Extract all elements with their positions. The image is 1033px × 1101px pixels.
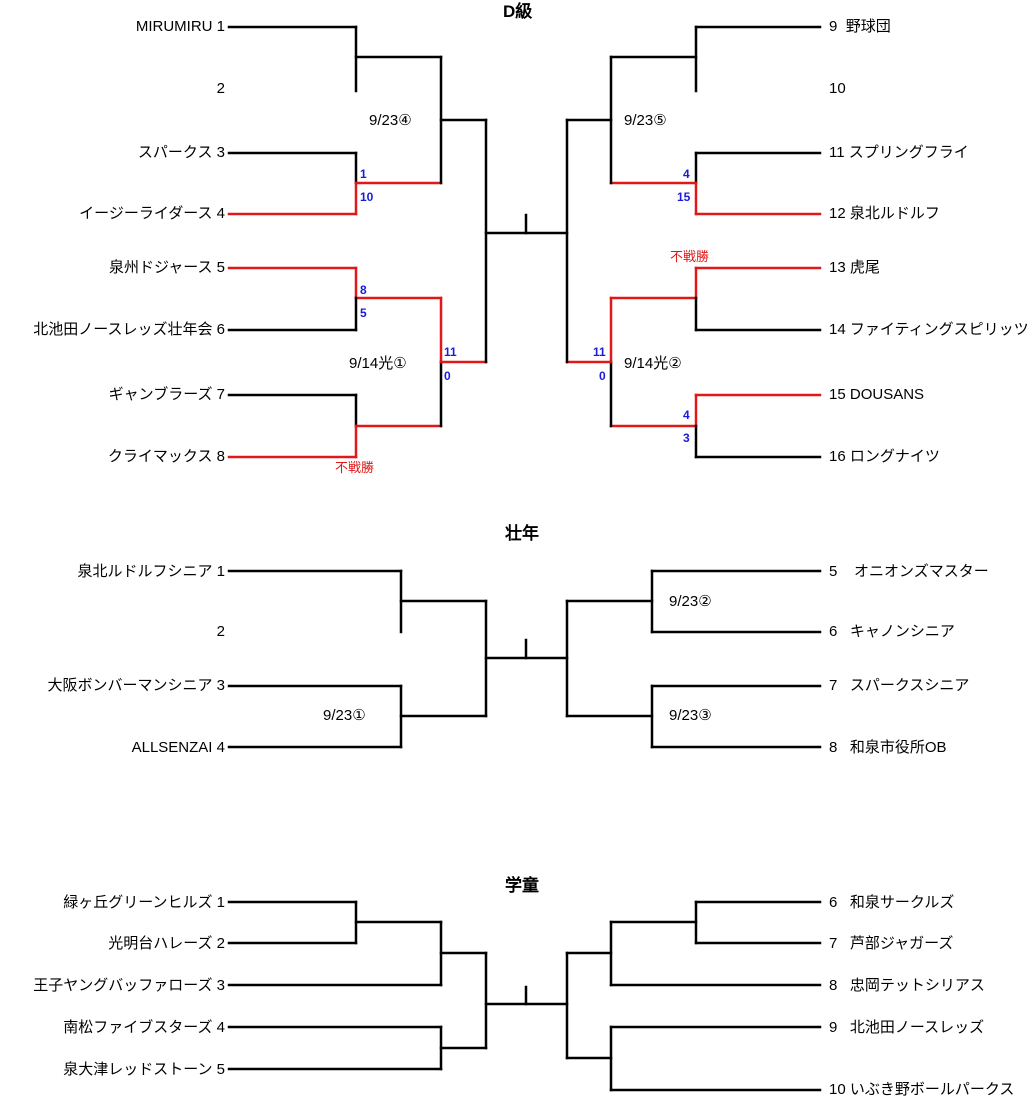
score-d-semi-right-top: 11 <box>593 345 606 359</box>
score-d-12: 15 <box>677 190 691 204</box>
team-j-6: 6 和泉サークルズ <box>829 894 955 911</box>
team-d-9: 9 野球団 <box>829 18 891 35</box>
team-d-11: 11 スプリングフライ <box>829 144 969 161</box>
score-d-16: 3 <box>683 431 690 445</box>
team-d-4: イージーライダース 4 <box>79 205 225 222</box>
team-d-8: クライマックス 8 <box>107 448 225 465</box>
team-j-4: 南松ファイブスターズ 4 <box>63 1019 225 1036</box>
team-j-8: 8 忠岡テットシリアス <box>829 977 985 994</box>
team-d-14: 14 ファイティングスピリッツ <box>829 321 1029 338</box>
team-d-13: 13 虎尾 <box>829 259 880 276</box>
section-title-senior: 壮年 <box>505 524 539 543</box>
team-s-5: 5 オニオンズマスター <box>829 563 989 580</box>
team-j-1: 緑ヶ丘グリーンヒルズ 1 <box>63 894 225 911</box>
team-j-2: 光明台ハレーズ 2 <box>108 935 225 952</box>
team-d-16: 16 ロングナイツ <box>829 448 940 465</box>
team-j-7: 7 芦部ジャガーズ <box>829 935 954 952</box>
team-j-3: 王子ヤングバッファローズ 3 <box>33 977 225 994</box>
score-d-semi-right-bottom: 0 <box>599 369 606 383</box>
match-date-d-4: 9/23④ <box>369 112 412 129</box>
team-s-2: 2 <box>216 623 225 640</box>
section-title-junior: 学童 <box>505 876 539 895</box>
team-s-1: 泉北ルドルフシニア 1 <box>77 563 225 580</box>
team-d-5: 泉州ドジャース 5 <box>108 259 225 276</box>
score-d-6: 5 <box>360 306 367 320</box>
team-d-7: ギャンブラーズ 7 <box>108 386 225 403</box>
team-j-9: 9 北池田ノースレッズ <box>829 1019 985 1036</box>
team-s-4: ALLSENZAI 4 <box>131 739 225 756</box>
team-d-1: MIRUMIRU 1 <box>135 18 225 35</box>
team-d-6: 北池田ノースレッズ壮年会 6 <box>33 321 225 338</box>
team-s-3: 大阪ボンバーマンシニア 3 <box>47 677 225 694</box>
score-d-semi-left-bottom: 0 <box>444 369 451 383</box>
team-s-7: 7 スパークスシニア <box>829 677 970 694</box>
team-s-6: 6 キャノンシニア <box>829 623 955 640</box>
section-title-d-class: D級 <box>503 2 533 21</box>
score-d-semi-left-top: 11 <box>444 345 457 359</box>
match-date-s-1: 9/23① <box>323 707 366 724</box>
team-j-10: 10 いぶき野ボールパークス <box>829 1081 1015 1098</box>
match-date-s-3: 9/23③ <box>669 707 712 724</box>
match-date-d-kou-1: 9/14光① <box>349 355 407 372</box>
match-date-d-5: 9/23⑤ <box>624 112 667 129</box>
score-d-4: 10 <box>360 190 374 204</box>
score-d-3: 1 <box>360 167 367 181</box>
team-d-2: 2 <box>216 80 225 97</box>
team-s-8: 8 和泉市役所OB <box>829 739 947 756</box>
team-d-3: スパークス 3 <box>137 144 225 161</box>
score-d-5: 8 <box>360 283 367 297</box>
score-d-15: 4 <box>683 408 690 422</box>
walkover-label-right: 不戦勝 <box>670 249 710 264</box>
team-d-10: 10 <box>829 80 846 97</box>
match-date-d-kou-2: 9/14光② <box>624 355 682 372</box>
match-date-s-2: 9/23② <box>669 593 712 610</box>
team-d-15: 15 DOUSANS <box>829 386 925 403</box>
walkover-label-left: 不戦勝 <box>335 460 375 475</box>
score-d-11: 4 <box>683 167 690 181</box>
team-j-5: 泉大津レッドストーン 5 <box>63 1061 225 1078</box>
team-d-12: 12 泉北ルドルフ <box>829 205 940 222</box>
